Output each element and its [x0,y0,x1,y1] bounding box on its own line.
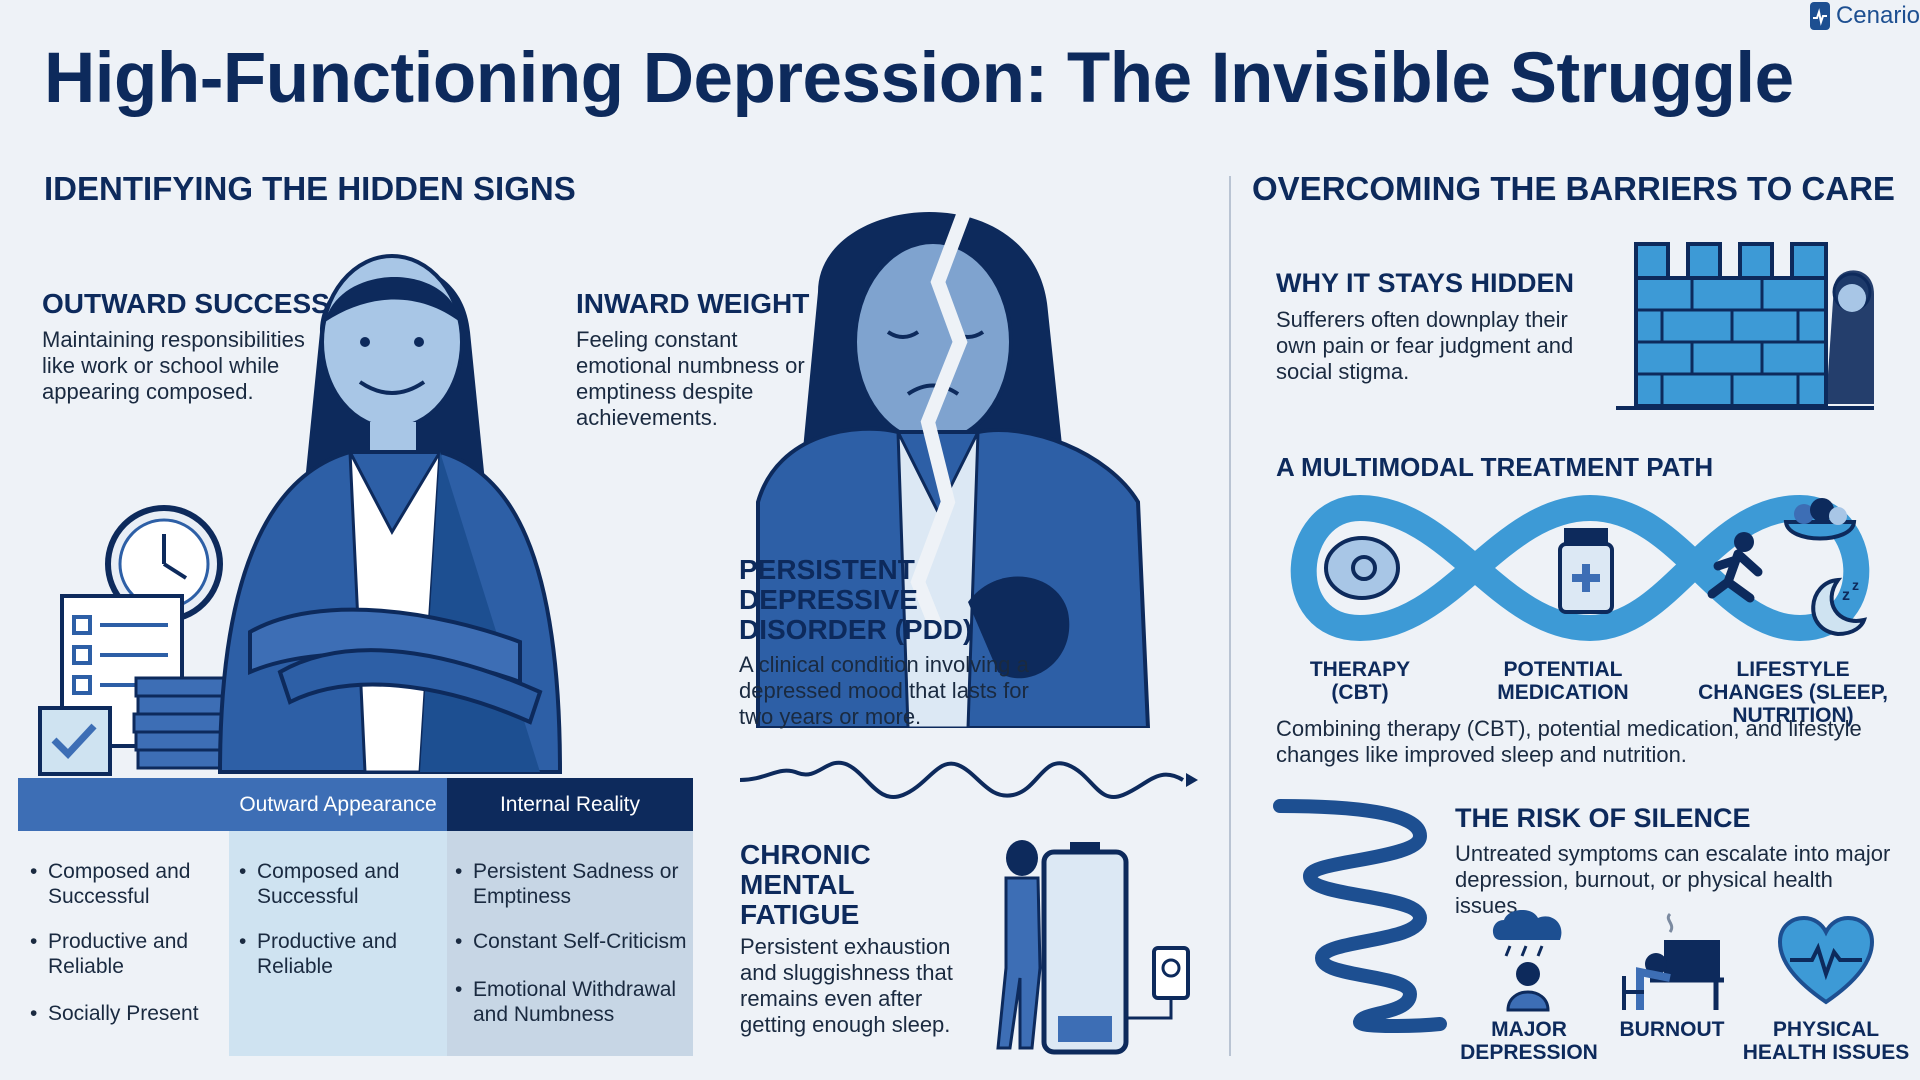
comparison-table-header: Outward Appearance Internal Reality [18,778,693,831]
low-battery-icon [996,840,1190,1055]
check-badge-icon [38,706,112,776]
outward-text: Maintaining responsibilities like work o… [42,327,305,404]
list-item: Socially Present [30,1001,225,1026]
treatment-text: Combining therapy (CBT), potential medic… [1276,716,1862,767]
table-column-outward: Composed and Successful Productive and R… [229,831,447,1056]
spiral-icon [1273,799,1447,1033]
treatment-item-therapy: THERAPY (CBT) [1309,658,1411,704]
page-title: High-Functioning Depression: The Invisib… [44,39,1794,118]
hidden-text: Sufferers often downplay their own pain … [1276,307,1574,384]
sad-woman-illustration [756,199,1151,728]
pdd-heading-text: PERSISTENT DEPRESSIVE DISORDER (PDD) [739,554,973,645]
running-person-icon [1707,532,1763,603]
risk-heading: THE RISK OF SILENCE [1455,803,1751,833]
clock-icon [105,505,223,623]
hidden-heading: WHY IT STAYS HIDDEN [1276,268,1575,298]
burnout-desk-icon [1622,912,1724,1010]
composed-woman-illustration [38,254,563,776]
treatment-heading: A MULTIMODAL TREATMENT PATH [1276,452,1714,482]
left-section-heading: IDENTIFYING THE HIDDEN SIGNS [44,170,576,207]
table-header-internal: Internal Reality [447,778,693,831]
list-item: Productive and Reliable [30,929,225,979]
inward-heading: INWARD WEIGHT [576,288,810,319]
risk-text: Untreated symptoms can escalate into maj… [1455,841,1891,918]
books-icon [132,676,236,770]
risk-item-burnout: BURNOUT [1619,1018,1725,1041]
svg-text:z: z [1852,577,1859,593]
right-section-heading: OVERCOMING THE BARRIERS TO CARE [1252,170,1895,207]
storm-cloud-person-icon [1492,909,1562,1012]
list-item: Constant Self-Criticism [455,929,689,954]
moon-sleep-icon: z z [1811,577,1868,637]
treatment-item-lifestyle: LIFESTYLE CHANGES (SLEEP, NUTRITION) [1698,658,1888,727]
list-item: Composed and Successful [239,859,439,909]
list-item: Composed and Successful [30,859,225,909]
svg-text:z: z [1842,587,1850,604]
brand-logo-icon [1809,2,1830,30]
list-item: Productive and Reliable [239,929,439,979]
list-item: Persistent Sadness or Emptiness [455,859,689,909]
brand-logo: Cenario [1809,2,1920,30]
treatment-path-ribbon [1290,494,1870,642]
risk-item-major-depression: MAJOR DEPRESSION [1460,1018,1598,1064]
brand-name: Cenario [1835,2,1920,29]
fatigue-text: Persistent exhaustion and sluggishness t… [740,934,953,1037]
treatment-item-medication: POTENTIAL MEDICATION [1497,658,1629,704]
fatigue-heading: CHRONIC MENTAL FATIGUE [740,839,871,930]
list-item: Emotional Withdrawal and Numbness [455,977,689,1027]
section-divider [1229,176,1231,1056]
medication-bottle-icon [1558,528,1614,614]
pdd-text: A clinical condition involving a depress… [739,652,1029,729]
table-header-outward: Outward Appearance [229,778,447,831]
table-column-left: Composed and Successful Productive and R… [18,831,229,1056]
inward-text: Feeling constant emotional numbness or e… [576,327,805,430]
outward-heading: OUTWARD SUCCESS [42,288,330,319]
heart-pulse-icon [1778,916,1874,1005]
table-column-internal: Persistent Sadness or Emptiness Constant… [447,831,693,1056]
brain-icon [1324,536,1400,600]
risk-item-physical-health: PHYSICAL HEALTH ISSUES [1742,1018,1910,1064]
pdd-heading: PERSISTENT DEPRESSIVE DISORDER (PDD) [739,555,984,645]
food-bowl-icon [1783,498,1857,541]
brick-wall-icon [1616,242,1874,410]
mood-wave-line [739,760,1198,799]
